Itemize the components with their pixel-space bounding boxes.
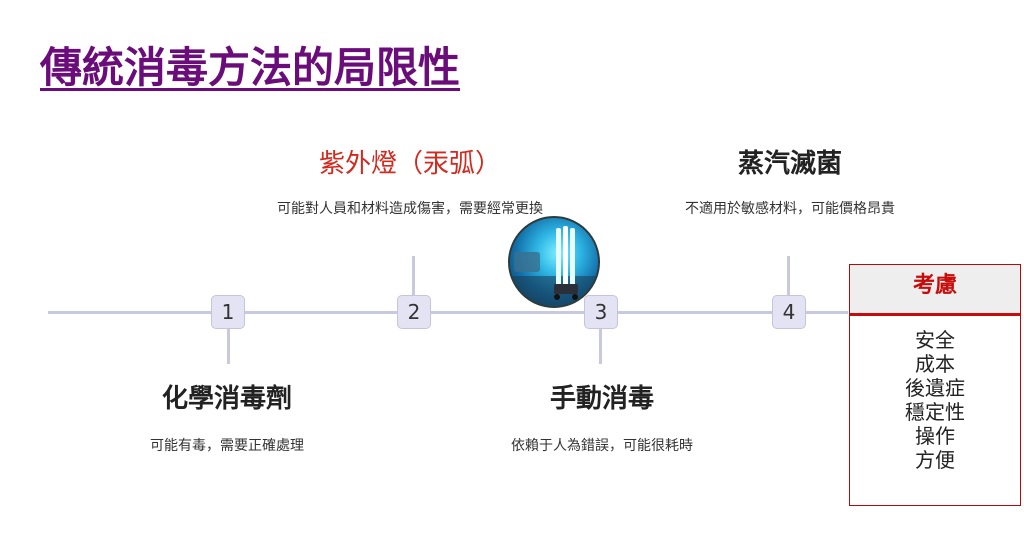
timeline-node-3: 3 [584,295,618,329]
timeline-node-4: 4 [772,295,806,329]
timeline-tick-2 [412,256,415,312]
steam-desc: 不適用於敏感材料，可能價格昂貴 [685,201,895,217]
timeline-tick-4 [787,256,790,312]
consideration-item: 後遺症 [905,376,965,400]
steam-heading: 蒸汽滅菌 [737,149,842,179]
chemical-heading: 化學消毒劑 [161,384,292,414]
consideration-item: 安全 [915,328,955,352]
timeline-tick-1 [227,312,230,364]
timeline-node-1: 1 [211,295,245,329]
consideration-item: 操作 [915,424,955,448]
chemical-desc: 可能有毒，需要正確處理 [150,438,304,454]
uv-lamp-heading: 紫外燈（汞弧） [318,149,501,179]
manual-heading: 手動消毒 [549,384,654,414]
timeline-tick-3 [599,312,602,364]
timeline-axis [48,311,848,314]
consideration-item: 成本 [915,352,955,376]
considerations-list: 安全 成本 後遺症 穩定性 操作 方便 [850,316,1020,472]
considerations-heading: 考慮 [850,265,1020,316]
uv-lamp-image [508,216,600,308]
consideration-item: 方便 [915,448,955,472]
timeline-node-2: 2 [397,295,431,329]
uv-lamp-desc: 可能對人員和材料造成傷害，需要經常更換 [277,201,543,217]
uv-lamp-illustration [510,226,598,306]
consideration-item: 穩定性 [905,400,965,424]
page-title: 傳統消毒方法的局限性 [40,43,461,92]
manual-desc: 依賴于人為錯誤，可能很耗時 [511,438,693,454]
considerations-panel: 考慮 安全 成本 後遺症 穩定性 操作 方便 [849,264,1021,506]
